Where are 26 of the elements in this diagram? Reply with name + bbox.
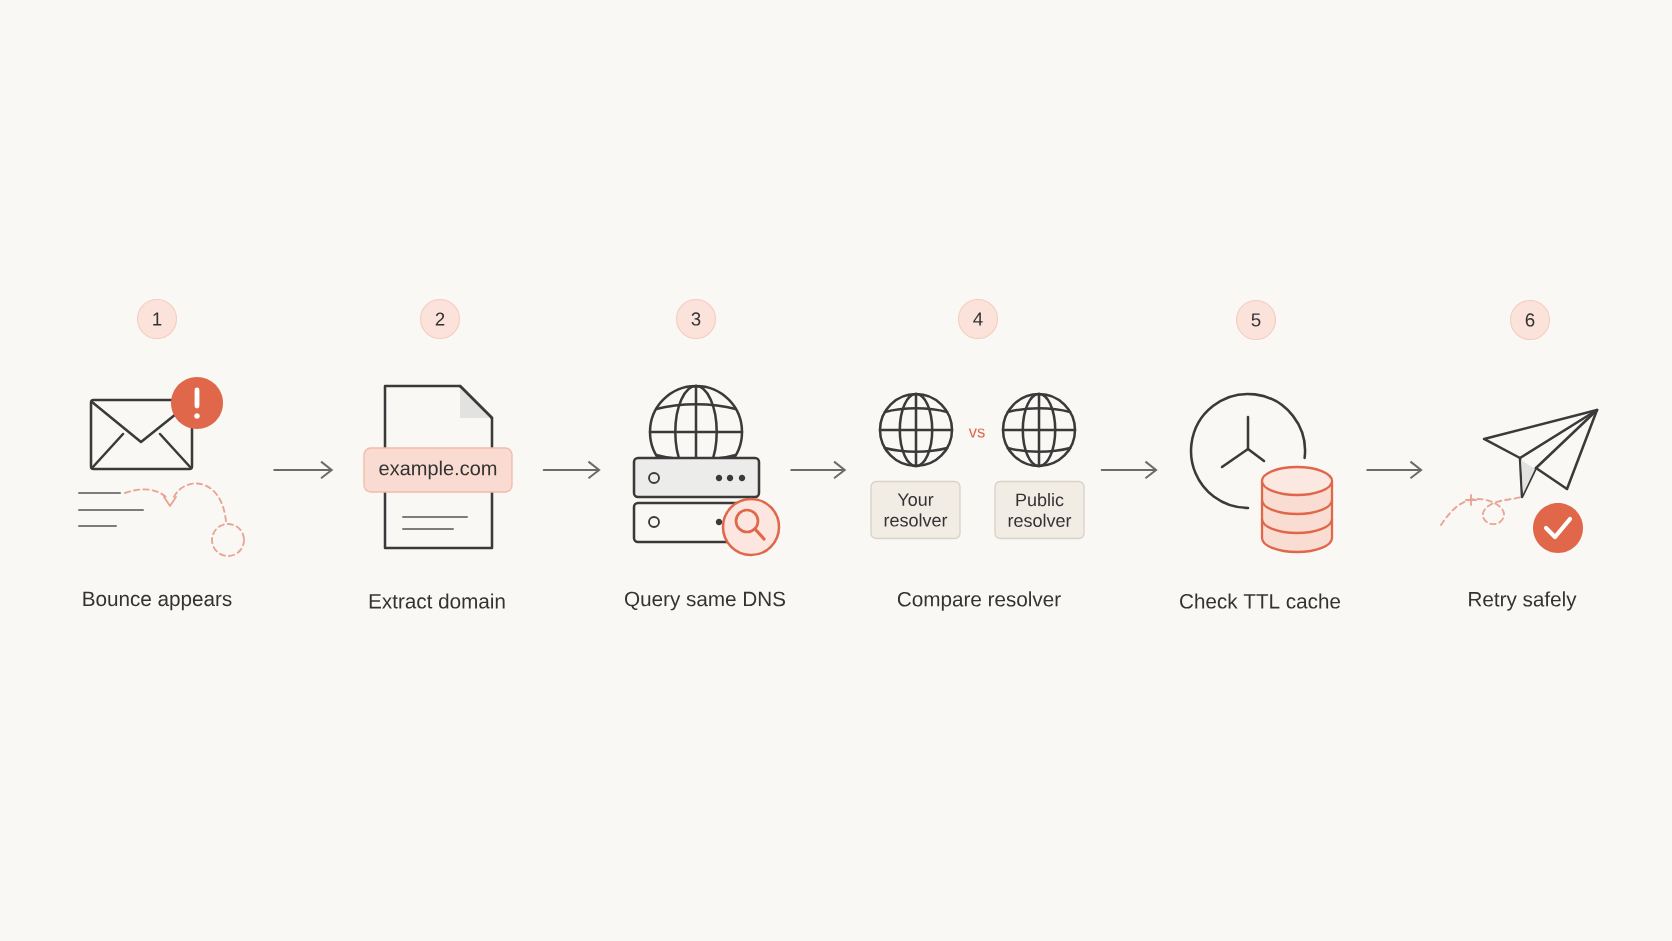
step-number: 4 (957, 298, 999, 340)
arrow (1366, 460, 1423, 480)
step-caption: Retry safely (1469, 591, 1577, 611)
step-caption: Check TTL cache (1180, 593, 1341, 609)
clock-database-picture (1189, 392, 1334, 554)
arrow (1100, 460, 1158, 480)
arrow (790, 460, 847, 480)
resolver-box: Your resolver (870, 480, 961, 540)
step-caption: Compare resolver (897, 591, 1061, 611)
resolver-box: Public resolver (994, 480, 1085, 540)
globe-picture (1001, 392, 1077, 468)
dns-server-picture (632, 384, 781, 557)
step-caption: Query same DNS (625, 591, 785, 611)
arrow (542, 460, 601, 480)
domain-tag: example.com (363, 447, 513, 493)
step-number: 3 (675, 298, 717, 340)
step-number: 6 (1509, 299, 1551, 341)
step-caption: Bounce appears (83, 591, 232, 611)
vs-label: vs (968, 428, 985, 438)
bounced-mail-picture (78, 377, 245, 557)
step-caption: Extract domain (369, 593, 505, 609)
globe-picture (878, 392, 954, 468)
step-number: 5 (1235, 299, 1277, 341)
step-number: 2 (419, 298, 461, 340)
step-number: 1 (136, 298, 178, 340)
paper-plane-picture (1440, 408, 1599, 553)
